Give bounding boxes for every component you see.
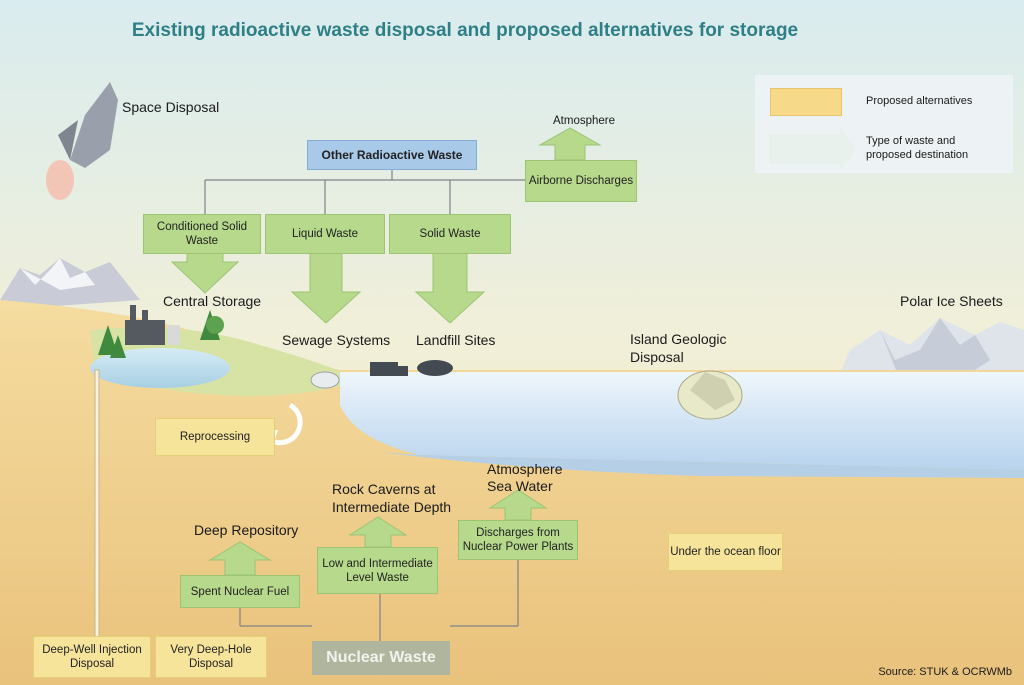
label-rock-caverns: Rock Caverns at Intermediate Depth (332, 481, 452, 515)
label-central-storage: Central Storage (163, 293, 262, 309)
legend-proposed-swatch (770, 88, 842, 116)
box-liquid-waste: Liquid Waste (265, 214, 385, 254)
box-other-radioactive-waste: Other Radioactive Waste (307, 140, 477, 170)
arrow-spentfuel-up (208, 541, 272, 576)
arrow-lowint-up (348, 516, 408, 548)
arrow-airborne-up (538, 127, 602, 161)
legend-proposed-label: Proposed alternatives (866, 95, 973, 107)
box-under-ocean-floor: Under the ocean floor (668, 533, 783, 571)
legend-type-label: Type of waste and proposed destination (866, 135, 969, 161)
box-low-intermediate: Low and Intermediate Level Waste (317, 547, 438, 594)
label-landfill-sites: Landfill Sites (416, 332, 496, 348)
arrow-discharges-up (488, 489, 548, 521)
box-discharges-npp: Discharges from Nuclear Power Plants (458, 520, 578, 560)
recycle-arrow-icon (268, 402, 303, 446)
box-nuclear-waste: Nuclear Waste (312, 641, 450, 675)
tank-icon (310, 371, 340, 389)
sea-body (340, 372, 1024, 470)
source-credit: Source: STUK & OCRWMb (878, 666, 1012, 678)
box-solid-waste: Solid Waste (389, 214, 511, 254)
deep-well-pipe (94, 369, 100, 641)
box-conditioned-solid-waste: Conditioned Solid Waste (143, 214, 261, 254)
label-island-geologic: Island Geologic Disposal (630, 331, 727, 365)
truck-icon (370, 360, 453, 376)
box-reprocessing: Reprocessing (155, 418, 275, 456)
label-atmosphere-top: Atmosphere (553, 115, 616, 127)
label-space-disposal: Space Disposal (122, 99, 220, 115)
label-atmosphere-sea: Atmosphere Sea Water (487, 461, 563, 494)
trees-icon (98, 310, 224, 358)
factory-icon (125, 305, 180, 345)
page-title: Existing radioactive waste disposal and … (131, 20, 799, 41)
connector-lines (204, 170, 525, 641)
box-spent-nuclear-fuel: Spent Nuclear Fuel (180, 575, 300, 608)
rocket-icon (46, 82, 118, 200)
label-sewage-systems: Sewage Systems (282, 332, 391, 348)
box-very-deep-hole: Very Deep-Hole Disposal (155, 636, 267, 678)
arrow-solid-down (414, 249, 486, 324)
arrow-liquid-down (290, 249, 362, 324)
box-airborne-discharges: Airborne Discharges (525, 160, 637, 202)
label-deep-repository: Deep Repository (194, 522, 299, 538)
label-polar-ice: Polar Ice Sheets (900, 293, 1003, 309)
box-deep-well-injection: Deep-Well Injection Disposal (33, 636, 151, 678)
